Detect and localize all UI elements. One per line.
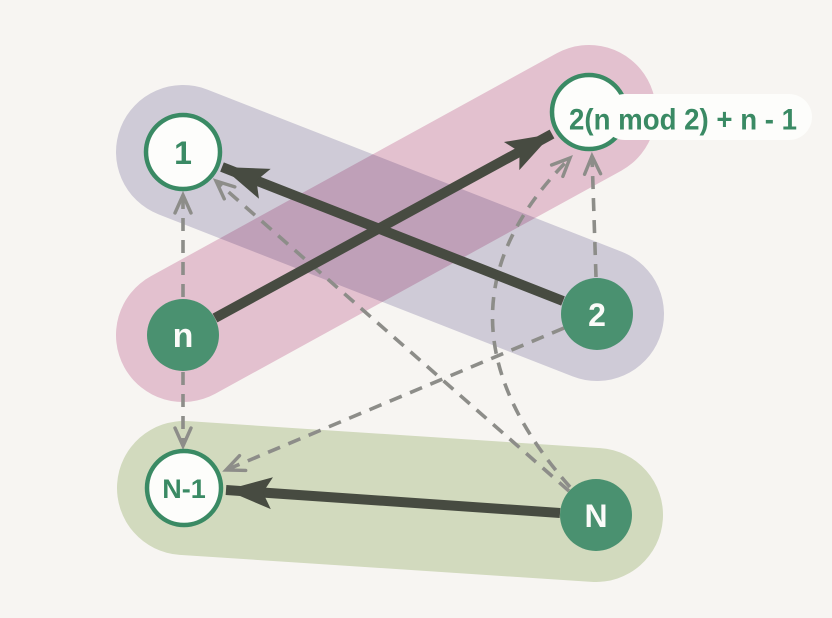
node-label-two: 2 [588, 297, 606, 333]
edge-2-to-N1 [222, 326, 565, 473]
edge-N-to-result [490, 155, 573, 489]
node-label-n: n [173, 317, 194, 355]
edge-2-to-1 [220, 162, 565, 306]
edge-N-to-1 [212, 178, 571, 493]
solid-edge-layer [212, 129, 565, 518]
edge-2-to-result [582, 151, 603, 278]
dashed-edge-layer [173, 151, 603, 493]
node-circle-two [561, 278, 633, 350]
node-circle-N [560, 479, 632, 551]
node-label-one: 1 [174, 135, 192, 171]
result-label-pill [602, 94, 812, 140]
node-circle-one [143, 112, 223, 192]
node-label-result: 2(n mod 2) + n - 1 [569, 104, 797, 137]
edge-N-to-N1 [225, 477, 561, 518]
node-circle-n [147, 299, 219, 371]
node-circle-N1 [144, 448, 224, 528]
node-label-N1: N-1 [162, 474, 206, 504]
node-label-N: N [584, 498, 607, 534]
label-layer: 1 2(n mod 2) + n - 1 n 2N-1N [162, 104, 797, 535]
